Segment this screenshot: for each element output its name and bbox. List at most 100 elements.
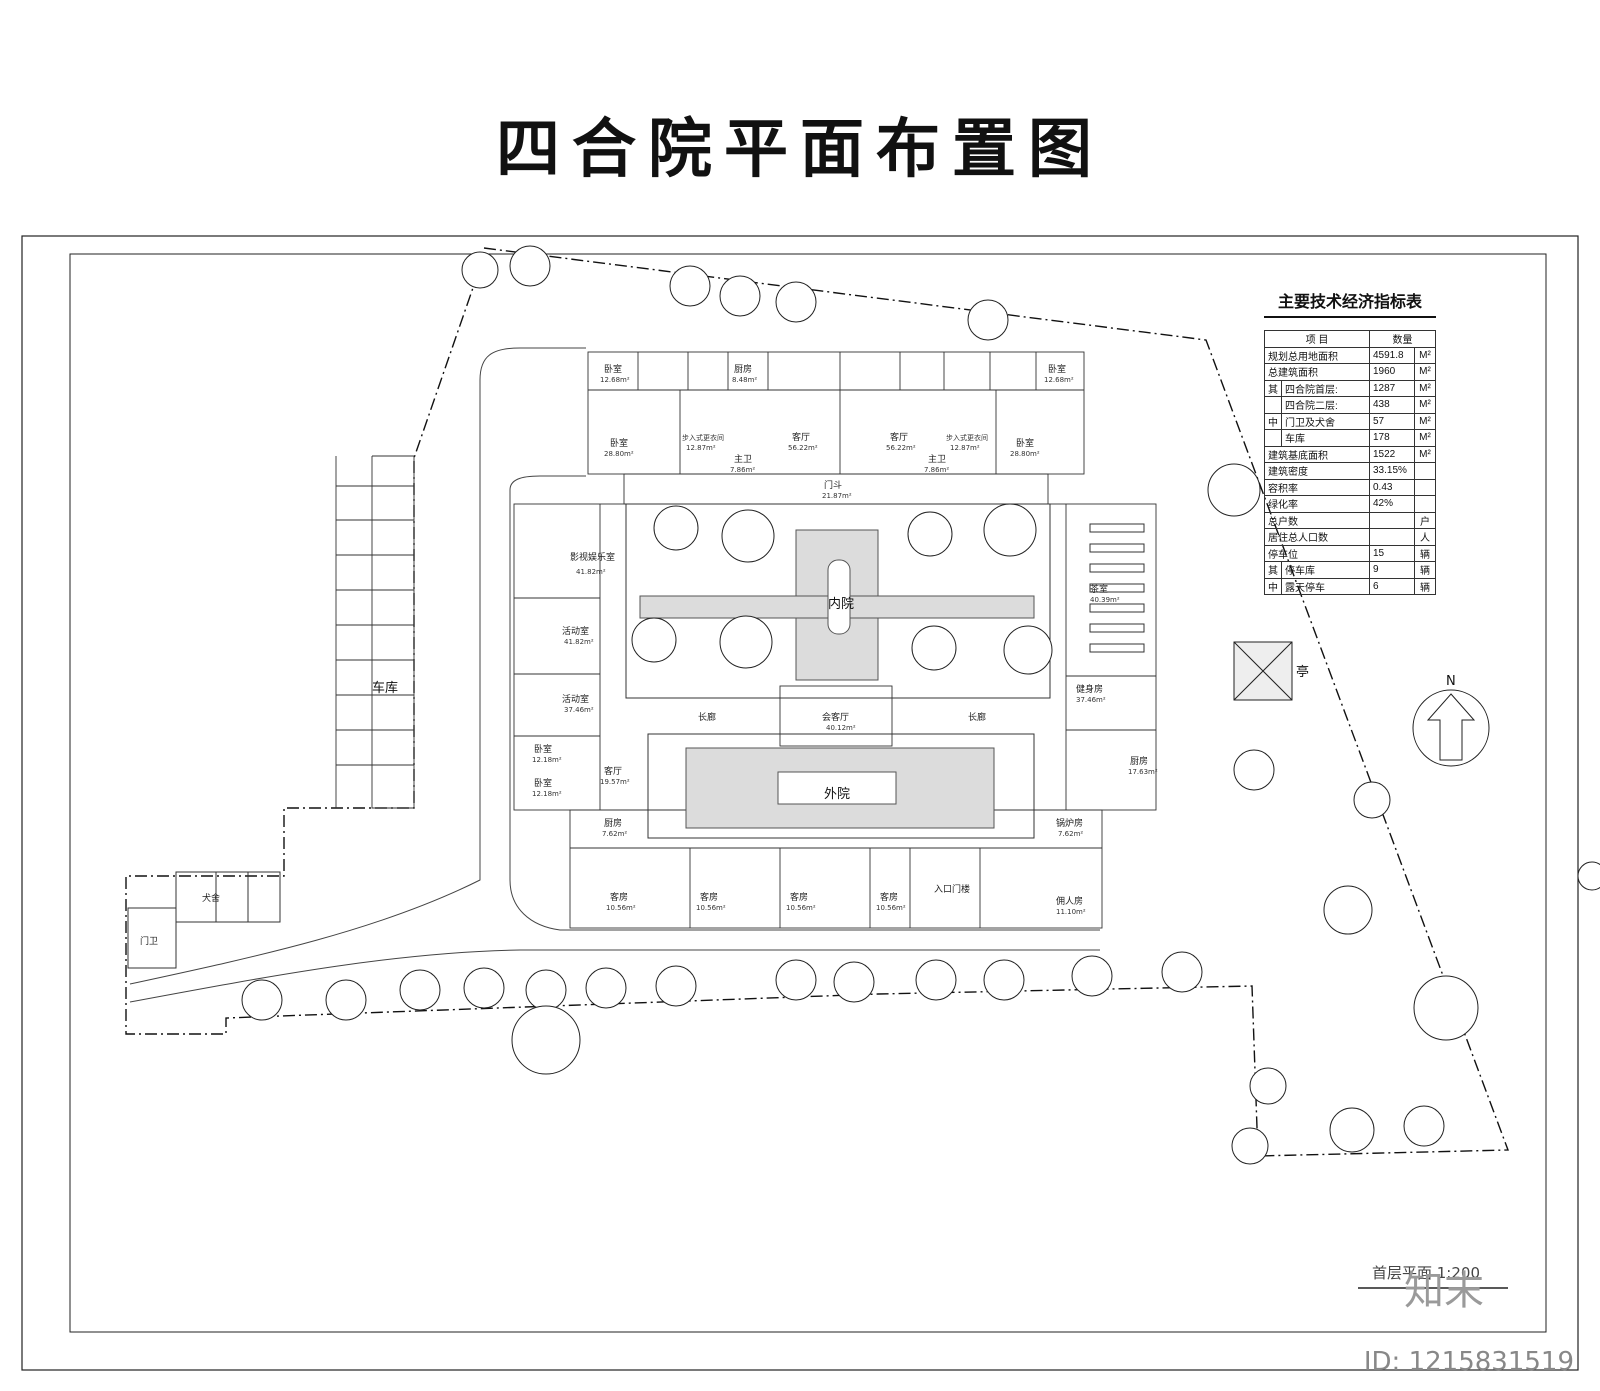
table-row: 总户数户 <box>1264 511 1436 529</box>
table-title: 主要技术经济指标表 <box>1264 288 1436 318</box>
table-item-cell: 车库 <box>1281 429 1370 447</box>
room-bed-a-left: 卧室 <box>604 363 622 375</box>
table-value-cell: 4591.8 <box>1369 346 1415 364</box>
table-unit-cell: M² <box>1414 379 1436 397</box>
room-gym-area: 37.46m² <box>1076 696 1106 704</box>
room-bed-small-1: 卧室 <box>534 743 552 755</box>
table-unit-cell: 辆 <box>1414 577 1436 595</box>
table-item-cell: 居住总人口数 <box>1264 528 1370 546</box>
inner-frame <box>69 253 1547 1333</box>
page-title: 四合院平面布置图 <box>496 112 1104 187</box>
table-item-cell: 停车位 <box>1264 544 1370 562</box>
table-header-row: 项 目 数量 <box>1264 330 1436 348</box>
room-living-right-area: 56.22m² <box>886 444 916 452</box>
room-guest-2-area: 10.56m² <box>696 904 726 912</box>
garage <box>335 455 415 809</box>
table-unit-cell <box>1414 478 1436 496</box>
table-item-cell: 绿化率 <box>1264 495 1370 513</box>
room-activity-2-area: 37.46m² <box>564 706 594 714</box>
table-group-cell <box>1264 429 1282 447</box>
table-item-cell: 门卫及犬舍 <box>1281 412 1370 430</box>
inner-court-label: 内院 <box>828 596 854 612</box>
table-group-cell: 中 <box>1264 577 1282 595</box>
outer-courtyard <box>647 733 1035 839</box>
table-value-cell: 438 <box>1369 396 1415 414</box>
room-kitchen-a: 厨房 <box>734 363 752 375</box>
room-walkin-right: 步入式更衣间 <box>946 433 988 442</box>
pavilion <box>1233 641 1293 701</box>
room-bed-small-2: 卧室 <box>534 777 552 789</box>
room-kitchen2: 厨房 <box>604 817 622 829</box>
reception-hall-label: 会客厅 <box>822 711 849 723</box>
corridor-right-label: 长廊 <box>968 711 986 723</box>
room-living-right: 客厅 <box>890 431 908 443</box>
outer-court-label: 外院 <box>824 787 850 802</box>
room-bath-right-area: 7.86m² <box>924 466 949 474</box>
north-arrow-icon <box>1412 689 1490 767</box>
gate-label: 门斗 <box>824 479 842 491</box>
reception-area-label: 40.12m² <box>826 724 856 732</box>
room-guest-3: 客房 <box>790 891 808 903</box>
table-value-cell: 1960 <box>1369 363 1415 381</box>
room-activity-1-area: 41.82m² <box>564 638 594 646</box>
table-group-cell: 中 <box>1264 412 1282 430</box>
parking-strips <box>1089 523 1145 653</box>
room-bed-big-right-area: 28.80m² <box>1010 450 1040 458</box>
room-walkin-left: 步入式更衣间 <box>682 433 724 442</box>
room-living-left-area: 56.22m² <box>788 444 818 452</box>
table-value-cell: 6 <box>1369 577 1415 595</box>
room-guest-4: 客房 <box>880 891 898 903</box>
dog-house-label: 犬舍 <box>202 892 220 904</box>
driveway <box>129 347 586 985</box>
table-unit-cell: 辆 <box>1414 544 1436 562</box>
room-kitchen3-area: 17.63m² <box>1128 768 1158 776</box>
room-kitchen2-area: 7.62m² <box>602 830 627 838</box>
table-unit-cell: M² <box>1414 346 1436 364</box>
table-item-cell: 建筑密度 <box>1264 462 1370 480</box>
north-label: N <box>1446 674 1456 689</box>
room-bed-small-2-area: 12.18m² <box>532 790 562 798</box>
room-kitchen3: 厨房 <box>1130 755 1148 767</box>
table-value-cell <box>1369 528 1415 546</box>
room-guest-3-area: 10.56m² <box>786 904 816 912</box>
room-bed-big-left: 卧室 <box>610 437 628 449</box>
table-item-cell: 总建筑面积 <box>1264 363 1370 381</box>
table-unit-cell: M² <box>1414 445 1436 463</box>
room-bed-big-right: 卧室 <box>1016 437 1034 449</box>
entrance-label: 入口门楼 <box>934 883 970 895</box>
room-bath-left: 主卫 <box>734 453 752 465</box>
room-boiler-area: 7.62m² <box>1058 830 1083 838</box>
header-value: 数量 <box>1369 330 1436 348</box>
header-item: 项 目 <box>1264 330 1370 348</box>
room-bed-small-1-area: 12.18m² <box>532 756 562 764</box>
room-cinema: 影视娱乐室 <box>570 551 615 563</box>
room-servant-area: 11.10m² <box>1056 908 1086 916</box>
main-building <box>513 351 1157 929</box>
table-unit-cell: M² <box>1414 429 1436 447</box>
room-living2-area: 19.57m² <box>600 778 630 786</box>
table-item-cell: 总户数 <box>1264 511 1370 529</box>
room-boiler: 锅炉房 <box>1056 817 1083 829</box>
table-item-cell: 四合院二层: <box>1281 396 1370 414</box>
room-tea-area: 40.39m² <box>1090 596 1120 604</box>
room-tea: 茶室 <box>1090 583 1108 595</box>
room-living-left: 客厅 <box>792 431 810 443</box>
room-cinema-area: 41.82m² <box>576 568 606 576</box>
table-item-cell: 停车库 <box>1281 561 1370 579</box>
table-item-cell: 规划总用地面积 <box>1264 346 1370 364</box>
table-unit-cell <box>1414 462 1436 480</box>
table-group-cell: 其 <box>1264 379 1282 397</box>
room-guest-1: 客房 <box>610 891 628 903</box>
table-unit-cell: M² <box>1414 412 1436 430</box>
